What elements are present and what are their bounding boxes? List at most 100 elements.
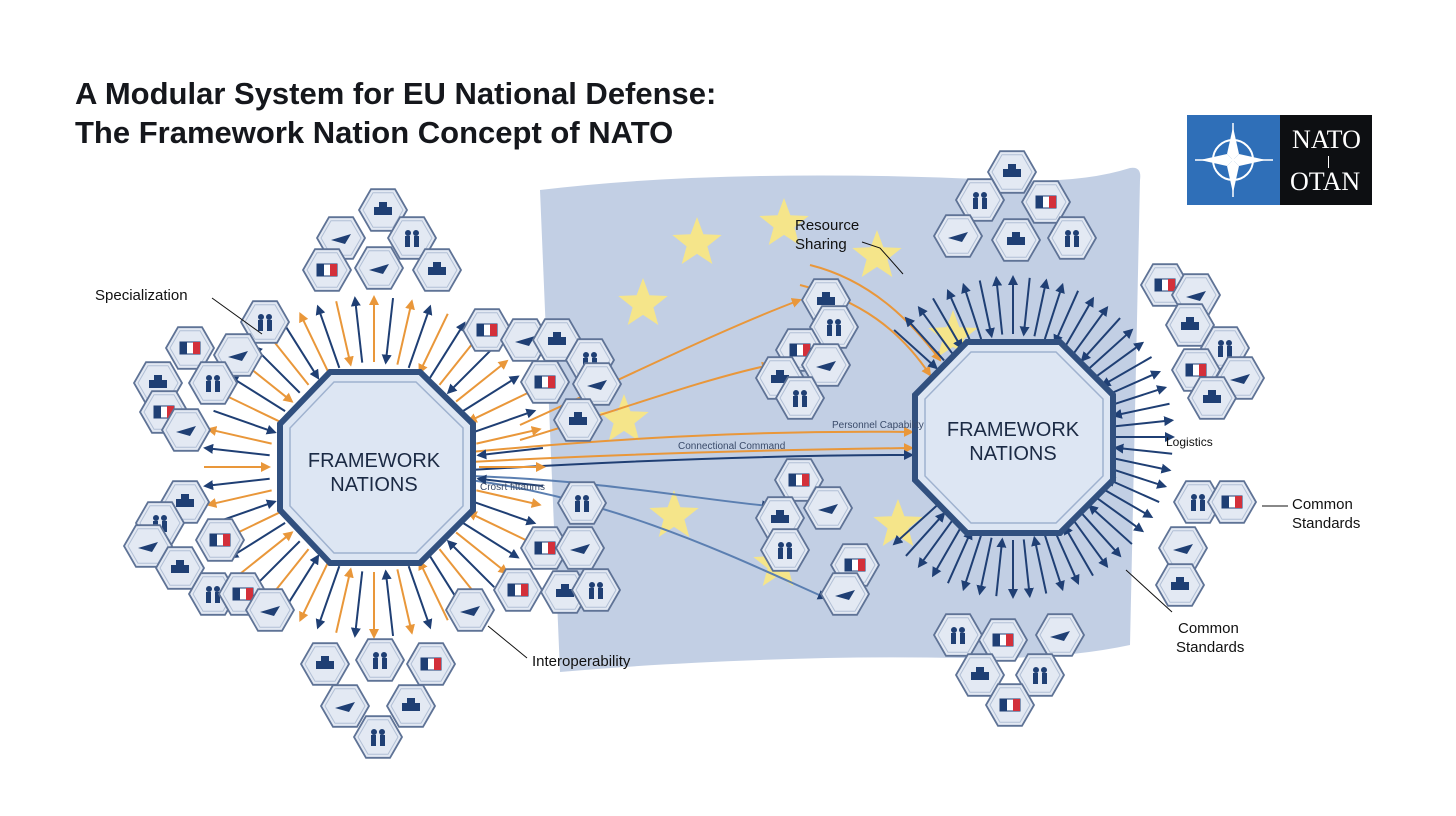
helicopter-icon (176, 426, 196, 436)
hub-ray (1063, 296, 1095, 349)
soldiers-icon (999, 698, 1021, 712)
capability-module (411, 248, 463, 292)
hub-ray (1063, 524, 1094, 577)
flag-icon (992, 633, 1014, 647)
capability-module (299, 642, 351, 686)
capability-module (984, 683, 1036, 727)
link-arrow (519, 361, 772, 441)
hub-ray (299, 561, 330, 622)
hub-ray (1088, 504, 1133, 545)
capability-module (461, 308, 513, 352)
rocket-icon (1171, 577, 1189, 590)
label-interoperability: Interoperability (532, 653, 631, 670)
hub-ray (1072, 519, 1109, 569)
ship-icon (138, 542, 158, 552)
hub-ray (282, 322, 320, 380)
anchor-icon (373, 652, 387, 669)
hub-ray (1072, 305, 1109, 355)
submarine-icon (548, 332, 566, 345)
hub-ray (206, 426, 272, 445)
link-arrow (519, 298, 802, 426)
soldiers-icon (507, 583, 529, 597)
hub-ray (203, 477, 270, 491)
satellite-icon (534, 375, 556, 389)
link-arrow (469, 443, 914, 463)
capability-module (492, 568, 544, 612)
hub-ray (455, 359, 509, 403)
capability-module (556, 481, 608, 525)
soldiers-icon (316, 263, 338, 277)
capability-module (819, 572, 871, 616)
anchor-icon (1065, 230, 1079, 247)
capability-module (808, 305, 860, 349)
left-hub-line-2: NATIONS (330, 474, 417, 496)
capability-module (354, 638, 406, 682)
flag-icon (788, 473, 810, 487)
hub-ray (892, 505, 938, 546)
link-arrow (809, 264, 942, 362)
hub-ray (418, 313, 449, 375)
anchor-icon (206, 375, 220, 392)
jet-icon (1181, 317, 1199, 330)
hub-ray (992, 275, 1004, 335)
hub-ray (1105, 477, 1160, 503)
capability-module (954, 178, 1006, 222)
right-hub-line-1: FRAMEWORK (947, 419, 1080, 441)
capability-module (571, 362, 623, 406)
capability-module (774, 376, 826, 420)
hub-ray (472, 500, 537, 526)
capability-module (519, 360, 571, 404)
capability-module (759, 528, 811, 572)
hub-ray (1053, 290, 1079, 345)
capability-module (1186, 376, 1238, 420)
hub-ray (381, 297, 395, 365)
capability-module (1014, 653, 1066, 697)
capability-module (800, 343, 852, 387)
soldiers-icon (209, 533, 231, 547)
hub-ray (462, 375, 520, 412)
capability-module (1157, 526, 1209, 570)
hub-ray (1100, 356, 1153, 387)
label-resource-sharing-1: Resource (795, 217, 859, 234)
hub-ray (1031, 535, 1048, 594)
hub-ray (932, 525, 963, 578)
hub-ray (213, 409, 277, 435)
label-common-standards-bottom-1: Common (1178, 620, 1239, 637)
hub-ray (946, 289, 973, 344)
hub-ray (466, 511, 528, 542)
label-common-standards-bottom-2: Standards (1176, 639, 1244, 656)
capability-module (554, 526, 606, 570)
hub-ray (455, 531, 509, 575)
rocket-icon (149, 375, 167, 388)
capability-module (239, 300, 291, 344)
label-specialization: Specialization (95, 287, 188, 304)
hub-ray (905, 512, 946, 557)
capability-modules (122, 150, 1266, 759)
hub-ray (1033, 278, 1050, 337)
hub-ray (203, 443, 270, 457)
hub-ray (961, 282, 983, 340)
capability-module (977, 618, 1029, 662)
medic-icon (1173, 544, 1193, 554)
flag-icon (420, 657, 442, 671)
anchor-icon (793, 390, 807, 407)
hub-ray (1110, 385, 1168, 407)
medic-icon (260, 606, 280, 616)
logo-text-otan: OTAN (1290, 167, 1361, 196)
hub-ray (315, 304, 341, 369)
hub-ray (407, 304, 433, 369)
right-hub: FRAMEWORK NATIONS (912, 339, 1116, 536)
hub-ray (240, 531, 294, 574)
capability-module (1046, 216, 1098, 260)
capability-module (986, 150, 1038, 194)
jet-icon (771, 510, 789, 523)
hub-ray (1106, 370, 1161, 397)
hub-ray (917, 519, 954, 569)
capability-module (353, 246, 405, 290)
hub-ray (1080, 317, 1121, 362)
hub-ray (1053, 530, 1080, 585)
tank-icon (371, 729, 385, 746)
hub-ray (206, 489, 272, 508)
hub-ray (1095, 496, 1145, 533)
